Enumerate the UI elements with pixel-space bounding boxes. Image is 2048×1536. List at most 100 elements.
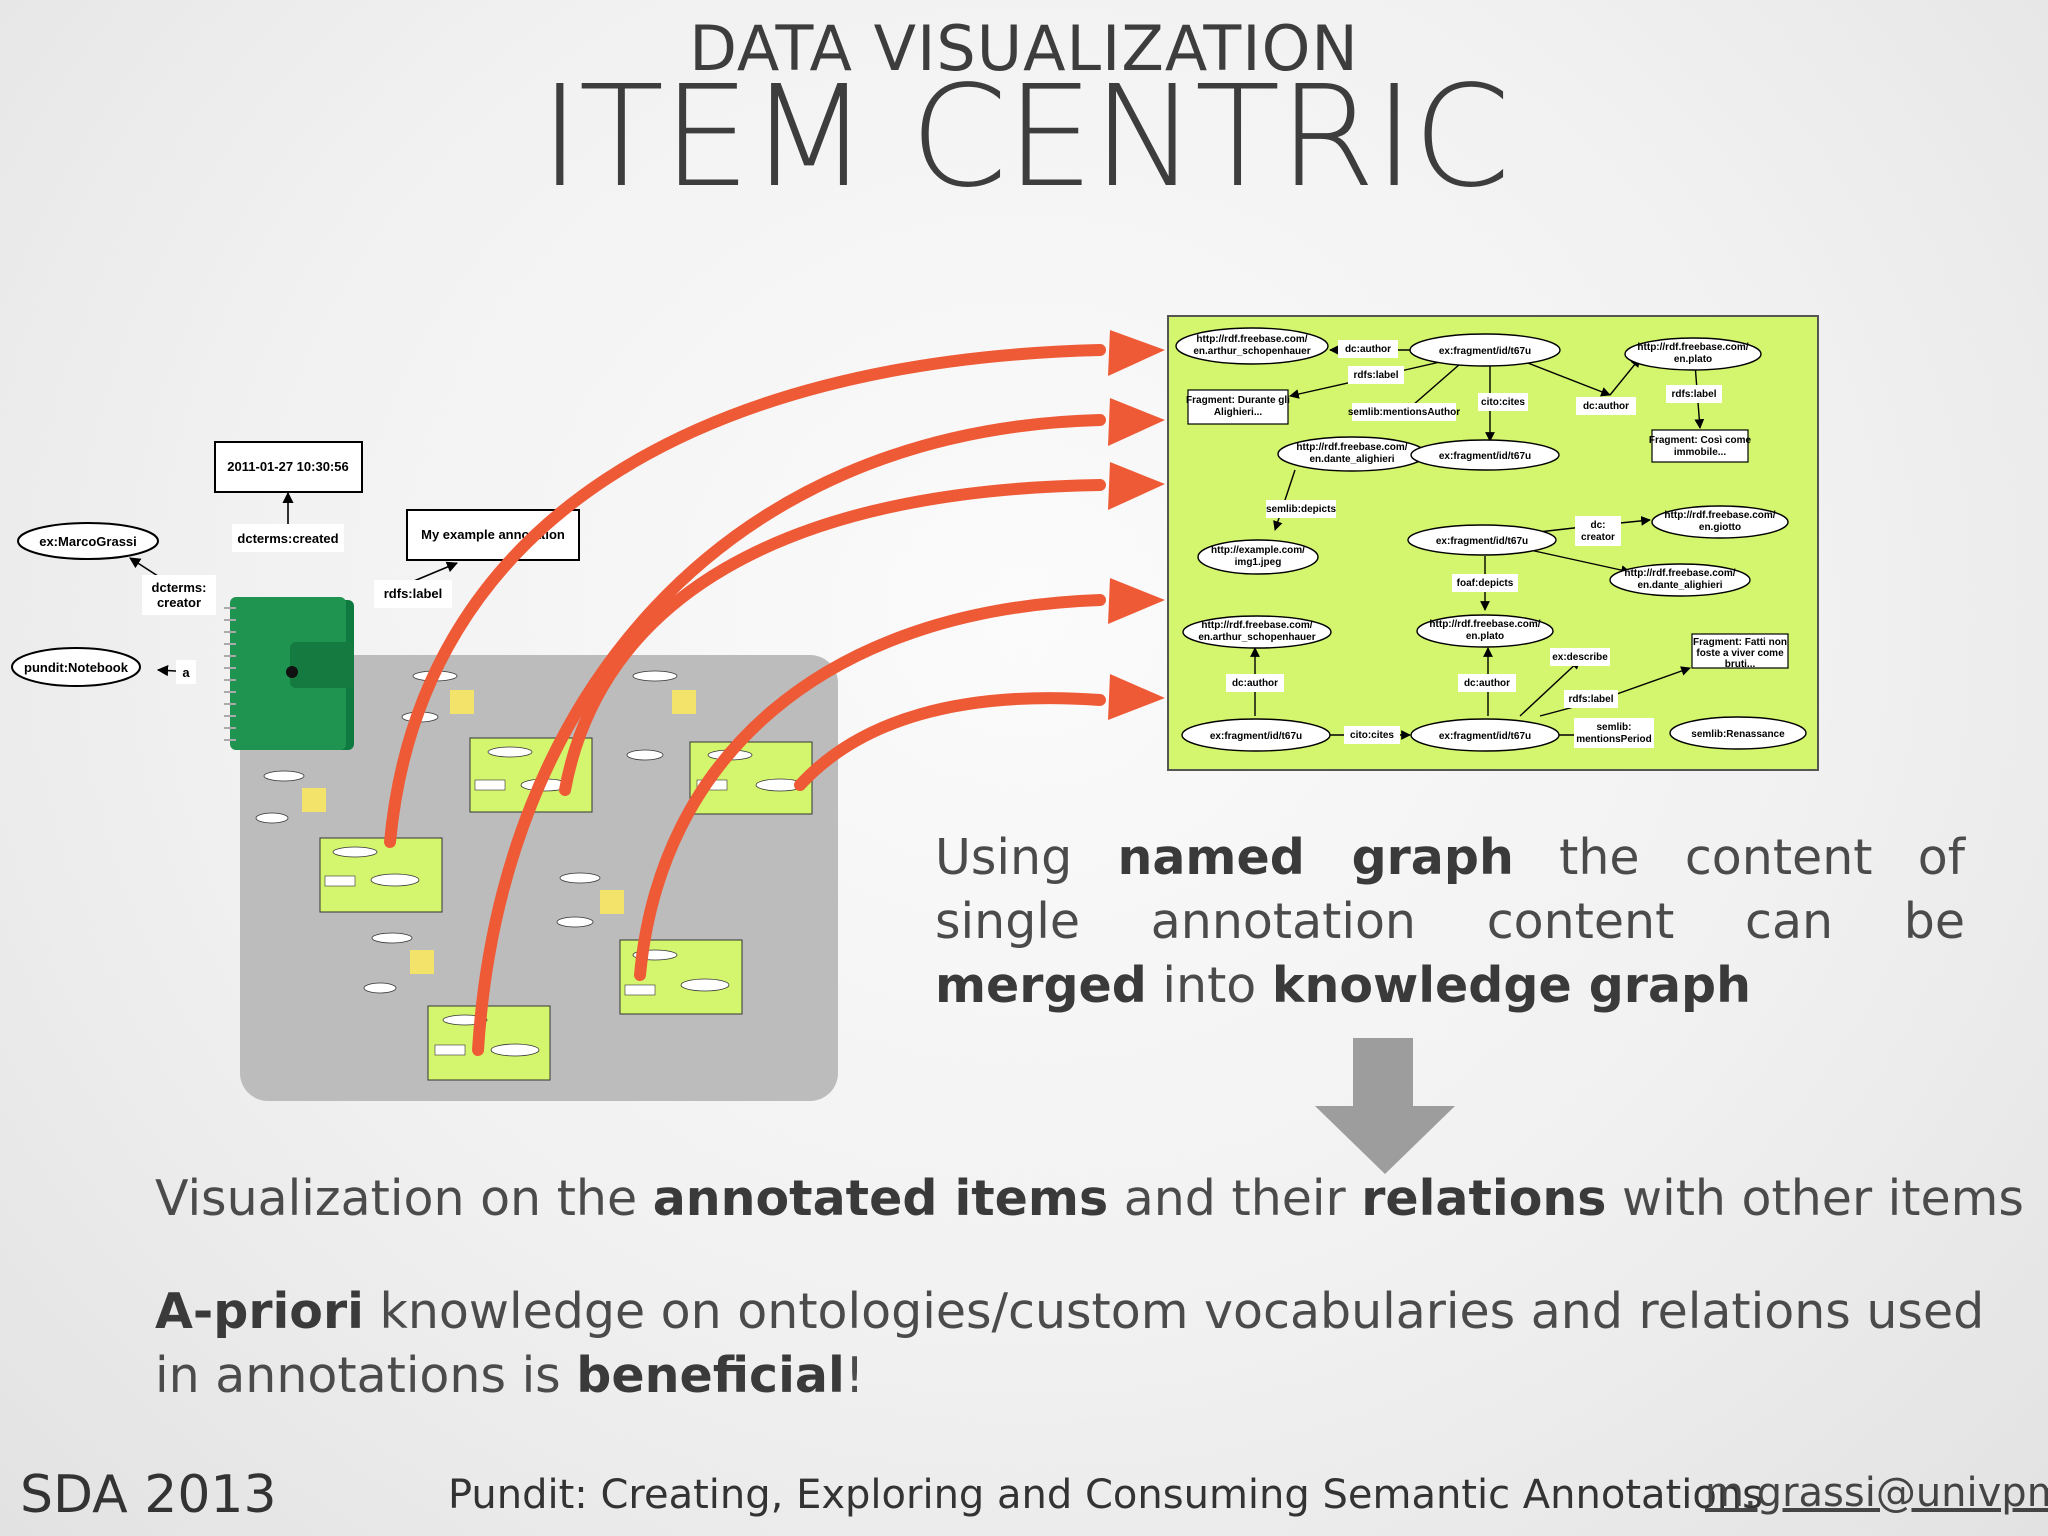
- kg-node-giotto: [1651, 505, 1789, 539]
- svg-text:img1.jpeg: img1.jpeg: [1235, 557, 1282, 568]
- svg-text:immobile...: immobile...: [1674, 447, 1726, 458]
- kg-node-schopenhauer-1: [1175, 327, 1329, 365]
- merge-description: Using named graph the content of single …: [935, 829, 1965, 1014]
- kg-edge-dcauthor-4: [1458, 674, 1516, 692]
- svg-text:foste a viver come: foste a viver come: [1696, 648, 1784, 659]
- kg-edge-mentionsperiod: [1574, 718, 1654, 748]
- svg-text:http://rdf.freebase.com/: http://rdf.freebase.com/: [1296, 442, 1407, 453]
- kg-edge-dcauthor-3: [1226, 674, 1284, 692]
- created-edge-box: [232, 524, 344, 552]
- svg-text:semlib:depicts: semlib:depicts: [1266, 504, 1336, 515]
- creator-edge-box: [142, 575, 216, 615]
- svg-text:rdfs:label: rdfs:label: [1568, 694, 1613, 705]
- kg-node-plato-2: [1416, 614, 1554, 648]
- knowledge-graph: http://rdf.freebase.com/ en.arthur_schop…: [1175, 327, 1807, 752]
- creator-edge-label-2: creator: [157, 595, 201, 610]
- type-edge-box: [176, 660, 196, 684]
- type-node: [11, 647, 141, 687]
- svg-text:http://rdf.freebase.com/: http://rdf.freebase.com/: [1624, 568, 1735, 579]
- annotation-thumbnail: [255, 770, 443, 913]
- named-graph-term: named graph: [1117, 829, 1514, 886]
- svg-text:semlib:Renassance: semlib:Renassance: [1691, 729, 1785, 740]
- svg-text:rdfs:label: rdfs:label: [1353, 370, 1398, 381]
- svg-text:cito:cites: cito:cites: [1481, 397, 1525, 408]
- kg-node-fragment-4: [1181, 718, 1331, 752]
- svg-text:foaf:depicts: foaf:depicts: [1457, 578, 1514, 589]
- svg-text:ex:fragment/id/t67u: ex:fragment/id/t67u: [1210, 731, 1302, 742]
- svg-text:ex:fragment/id/t67u: ex:fragment/id/t67u: [1439, 451, 1531, 462]
- creator-node: [17, 522, 159, 560]
- kg-edge-mentions: [1352, 403, 1456, 421]
- svg-text:ex:fragment/id/t67u: ex:fragment/id/t67u: [1436, 536, 1528, 547]
- svg-text:dc:author: dc:author: [1232, 678, 1278, 689]
- svg-text:mentionsPeriod: mentionsPeriod: [1576, 734, 1652, 745]
- kg-node-fragment-fatti: [1691, 633, 1789, 669]
- svg-text:dc:author: dc:author: [1464, 678, 1510, 689]
- merge-arrowheads: [1108, 330, 1165, 720]
- kg-node-schopenhauer-2: [1182, 615, 1332, 649]
- kg-node-fragment-cosi: [1651, 429, 1749, 463]
- type-edge-label: a: [182, 665, 190, 680]
- svg-text:http://rdf.freebase.com/: http://rdf.freebase.com/: [1664, 510, 1775, 521]
- kg-node-fragment-3: [1407, 524, 1557, 556]
- type-node-label: pundit:Notebook: [24, 660, 129, 675]
- kg-edge-citocites-1: [1478, 393, 1528, 411]
- annotation-thumbnail: [363, 932, 551, 1081]
- notebook-graph: 2011-01-27 10:30:56 dcterms:created ex:M…: [11, 441, 580, 687]
- kg-edge-dcauthor-2: [1576, 397, 1636, 415]
- svg-text:en.arthur_schopenhauer: en.arthur_schopenhauer: [1198, 632, 1315, 643]
- slide-supertitle: DATA VISUALIZATION: [689, 12, 1359, 85]
- svg-text:cito:cites: cito:cites: [1350, 730, 1394, 741]
- svg-text:semlib:mentionsAuthor: semlib:mentionsAuthor: [1348, 407, 1460, 418]
- kg-node-dante-2: [1609, 563, 1751, 597]
- knowledge-graph-edges: [1250, 345, 1705, 740]
- kg-edge-depicts: [1266, 500, 1336, 518]
- svg-text:creator: creator: [1581, 532, 1615, 543]
- svg-text:http://rdf.freebase.com/: http://rdf.freebase.com/: [1429, 619, 1540, 630]
- svg-text:Fragment: Durante gli: Fragment: Durante gli: [1186, 395, 1290, 406]
- kg-edge-dccreator: [1575, 516, 1621, 546]
- svg-text:dc:author: dc:author: [1345, 344, 1391, 355]
- svg-text:semlib:: semlib:: [1596, 722, 1631, 733]
- creator-edge-label-1: dcterms:: [152, 580, 207, 595]
- kg-node-plato-1: [1624, 337, 1762, 371]
- slide-title: ITEM CENTRIC: [539, 56, 1510, 219]
- date-node-label: 2011-01-27 10:30:56: [227, 459, 348, 474]
- svg-text:http://rdf.freebase.com/: http://rdf.freebase.com/: [1196, 334, 1307, 345]
- svg-text:en.plato: en.plato: [1466, 631, 1504, 642]
- notebook-icon: [224, 597, 354, 750]
- kg-node-fragment-5: [1410, 718, 1560, 752]
- kg-edge-dcauthor-1: [1338, 340, 1398, 358]
- kg-edge-rdfslabel-3: [1564, 690, 1618, 708]
- kg-node-image: [1197, 539, 1319, 575]
- svg-text:ex:fragment/id/t67u: ex:fragment/id/t67u: [1439, 346, 1531, 357]
- apriori-statement-line-2: in annotations is beneficial!: [155, 1347, 865, 1404]
- kg-edge-citocites-2: [1344, 726, 1400, 744]
- creator-node-label: ex:MarcoGrassi: [39, 534, 137, 549]
- label-edge-text: rdfs:label: [384, 586, 443, 601]
- down-arrow-icon: [1315, 1038, 1455, 1174]
- visualization-statement: Visualization on the annotated items and…: [155, 1170, 2024, 1227]
- svg-text:rdfs:label: rdfs:label: [1671, 389, 1716, 400]
- footer-email-link[interactable]: m.grassi@univpm.it: [1705, 1470, 2048, 1516]
- date-node: [214, 441, 363, 493]
- kg-edge-rdfslabel-1: [1348, 366, 1404, 384]
- merged-term: merged: [935, 957, 1147, 1014]
- kg-edge-foaf: [1452, 574, 1518, 592]
- svg-text:bruti...: bruti...: [1725, 659, 1756, 670]
- merge-arrows: [384, 344, 1106, 1056]
- kg-node-fragment-2: [1410, 439, 1560, 471]
- svg-text:dc:author: dc:author: [1583, 401, 1629, 412]
- svg-text:Alighieri...: Alighieri...: [1214, 407, 1263, 418]
- svg-text:dc:: dc:: [1591, 520, 1606, 531]
- svg-text:en.arthur_schopenhauer: en.arthur_schopenhauer: [1193, 346, 1310, 357]
- kg-node-fragment-1: [1409, 333, 1561, 367]
- label-edge-box: [374, 580, 452, 608]
- kg-node-renaissance: [1669, 716, 1807, 750]
- svg-text:http://rdf.freebase.com/: http://rdf.freebase.com/: [1201, 620, 1312, 631]
- svg-text:Fragment: Così come: Fragment: Così come: [1649, 435, 1752, 446]
- footer-talk-title: Pundit: Creating, Exploring and Consumin…: [448, 1472, 1763, 1518]
- kg-edge-describe: [1550, 648, 1610, 666]
- svg-text:http://rdf.freebase.com/: http://rdf.freebase.com/: [1637, 342, 1748, 353]
